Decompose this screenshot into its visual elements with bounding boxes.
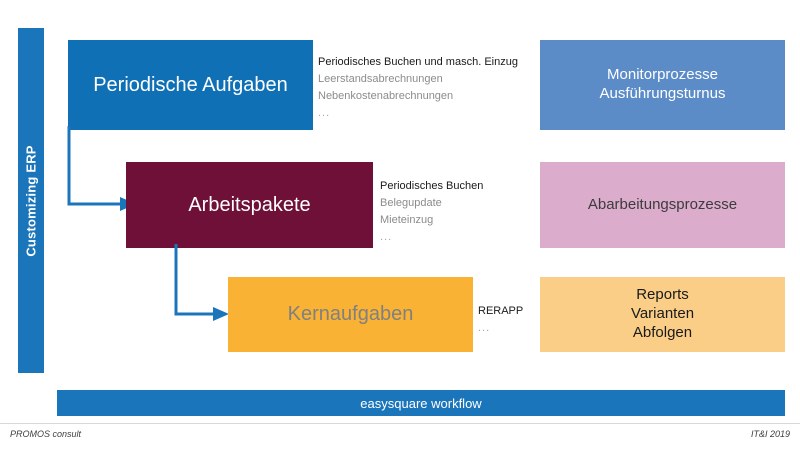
- note-head: Periodisches Buchen: [380, 180, 484, 192]
- box-monitorprozesse[interactable]: Monitorprozesse Ausführungsturnus: [540, 40, 785, 130]
- box-abarbeitungsprozesse-label: Abarbeitungsprozesse: [587, 195, 738, 213]
- box-periodische-aufgaben-label: Periodische Aufgaben: [93, 73, 288, 96]
- box-monitorprozesse-label: Monitorprozesse Ausführungsturnus: [600, 66, 726, 104]
- note-periodische-aufgaben: Periodisches Buchen und masch. Einzug Le…: [318, 54, 518, 122]
- box-arbeitspakete[interactable]: Arbeitspakete: [126, 162, 373, 248]
- box-kernaufgaben-label: Kernaufgaben: [287, 303, 414, 325]
- note-head: RERAPP: [478, 305, 524, 317]
- footer-divider: [0, 423, 800, 424]
- customizing-erp-rail: Customizing ERP: [18, 28, 44, 373]
- box-reports-line-1: Reports: [636, 286, 689, 304]
- box-reports-varianten-abfolgen[interactable]: Reports Varianten Abfolgen: [540, 277, 785, 352]
- box-reports-line-3: Abfolgen: [632, 323, 693, 341]
- box-abarbeitungsprozesse[interactable]: Abarbeitungsprozesse: [540, 162, 785, 248]
- customizing-erp-rail-label: Customizing ERP: [23, 144, 39, 257]
- box-reports-line-2: Varianten: [630, 305, 695, 323]
- easysquare-workflow-label: easysquare workflow: [360, 395, 482, 411]
- easysquare-workflow-bar[interactable]: easysquare workflow: [57, 390, 785, 416]
- box-periodische-aufgaben[interactable]: Periodische Aufgaben: [68, 40, 313, 130]
- box-kernaufgaben[interactable]: Kernaufgaben: [228, 277, 473, 352]
- box-monitorprozesse-line-2: Ausführungsturnus: [599, 85, 726, 102]
- note-ellipsis: ...: [318, 107, 331, 120]
- note-line: Mieteinzug: [380, 214, 434, 227]
- footer-company: PROMOS consult: [10, 429, 82, 439]
- box-reports-label: Reports Varianten Abfolgen: [631, 286, 694, 342]
- note-line: Nebenkostenabrechnungen: [318, 90, 454, 103]
- box-arbeitspakete-label: Arbeitspakete: [188, 193, 311, 216]
- note-line: Belegupdate: [380, 197, 442, 210]
- note-kernaufgaben: RERAPP ...: [478, 303, 523, 337]
- box-monitorprozesse-line-1: Monitorprozesse: [607, 66, 718, 84]
- note-arbeitspakete: Periodisches Buchen Belegupdate Mieteinz…: [380, 178, 483, 246]
- note-ellipsis: ...: [478, 322, 491, 335]
- note-line: Leerstandsabrechnungen: [318, 73, 443, 86]
- note-ellipsis: ...: [380, 231, 393, 244]
- connector-arrow-2: [174, 244, 229, 321]
- footer-event-year: IT&I 2019: [750, 429, 790, 439]
- note-head: Periodisches Buchen und masch. Einzug: [318, 56, 518, 68]
